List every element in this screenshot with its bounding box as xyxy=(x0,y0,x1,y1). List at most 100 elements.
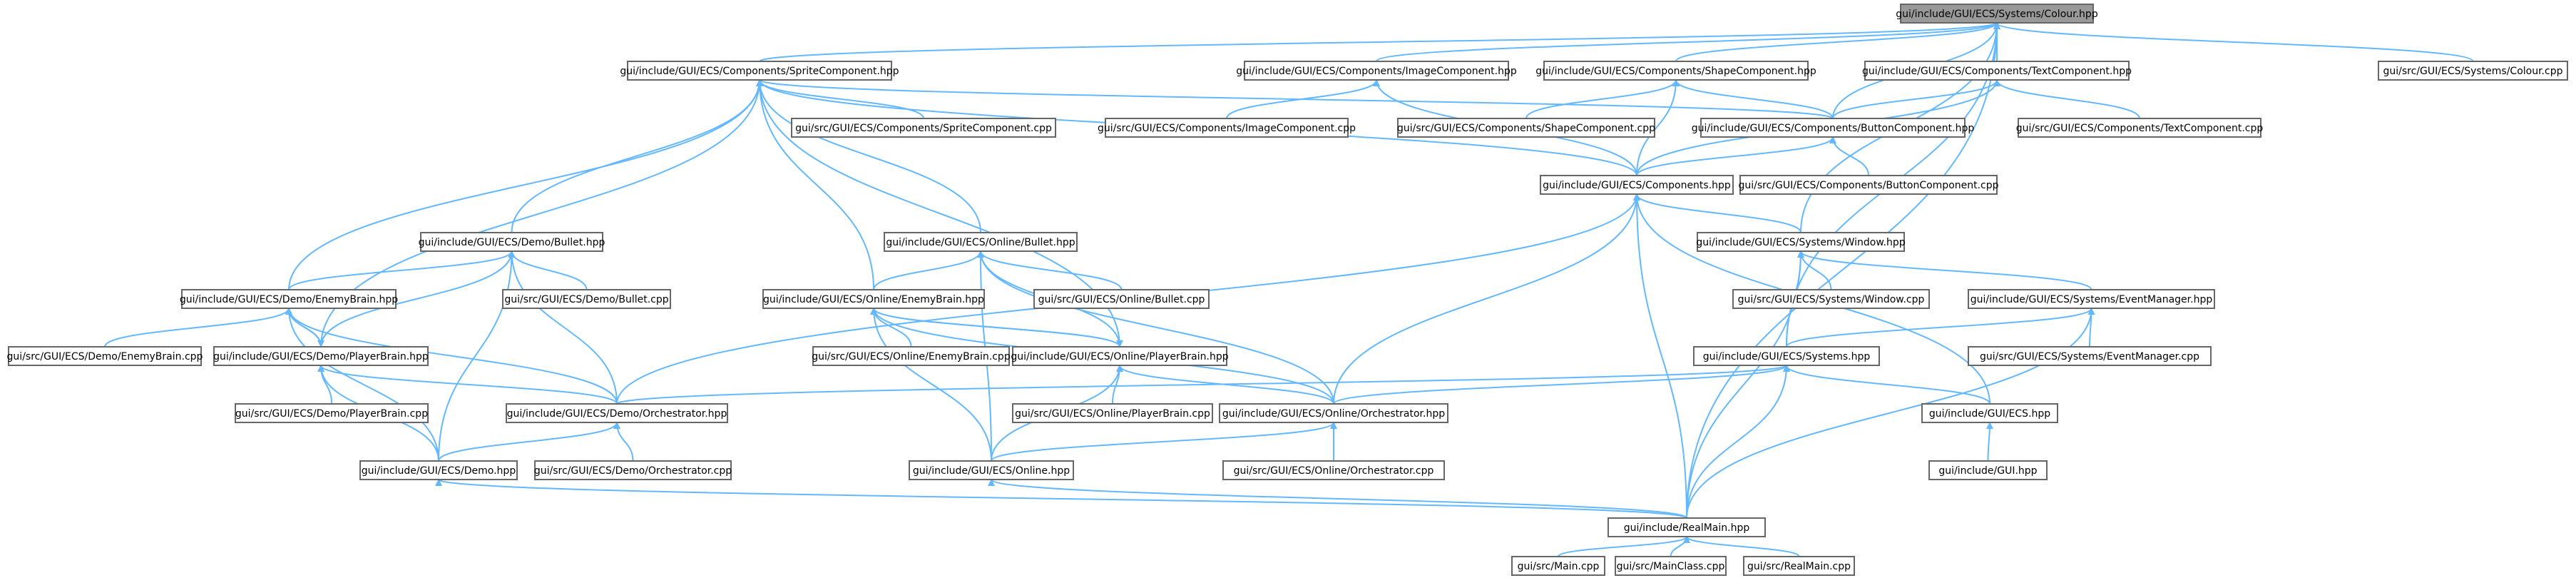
edge-online_enemy_hpp-to-online_player_hpp xyxy=(873,308,1123,348)
node-box xyxy=(812,346,1010,366)
node-mainclass-cpp[interactable]: gui/src/MainClass.cpp xyxy=(1615,556,1727,576)
node-colour-hpp[interactable]: gui/include/GUI/ECS/Systems/Colour.hpp xyxy=(1896,4,2098,24)
node-label: gui/src/Main.cpp xyxy=(1518,561,1600,572)
node-box xyxy=(1921,403,2058,423)
node-label: gui/src/GUI/ECS/Online/Orchestrator.cpp xyxy=(1234,465,1434,477)
node-online-orch-cpp[interactable]: gui/src/GUI/ECS/Online/Orchestrator.cpp xyxy=(1222,460,1445,480)
node-sprite-cpp[interactable]: gui/src/GUI/ECS/Components/SpriteCompone… xyxy=(791,118,1056,138)
node-demo-hpp[interactable]: gui/include/GUI/ECS/Demo.hpp xyxy=(359,460,518,480)
node-shape-hpp[interactable]: gui/include/GUI/ECS/Components/ShapeComp… xyxy=(1535,61,1816,81)
node-label: gui/src/GUI/ECS/Demo/Bullet.cpp xyxy=(504,294,668,305)
node-window-cpp[interactable]: gui/src/GUI/ECS/Systems/Window.cpp xyxy=(1732,289,1930,309)
node-box xyxy=(1244,61,1509,81)
node-ecs-hpp[interactable]: gui/include/GUI/ECS.hpp xyxy=(1921,403,2058,423)
node-label: gui/include/GUI/ECS/Online/Bullet.hpp xyxy=(886,237,1075,248)
node-box xyxy=(534,460,732,480)
node-image-cpp[interactable]: gui/src/GUI/ECS/Components/ImageComponen… xyxy=(1098,118,1356,138)
node-label: gui/include/GUI/ECS/Online/Orchestrator.… xyxy=(1222,408,1445,420)
node-systems-hpp[interactable]: gui/include/GUI/ECS/Systems.hpp xyxy=(1693,346,1880,366)
edge-online_bullet_cpp-to-online_bullet_hpp xyxy=(977,250,1123,290)
node-box xyxy=(627,61,892,81)
node-box xyxy=(502,289,671,309)
node-components-hpp[interactable]: gui/include/GUI/ECS/Components.hpp xyxy=(1540,175,1734,195)
node-online-hpp[interactable]: gui/include/GUI/ECS/Online.hpp xyxy=(909,460,1074,480)
edge-button_cpp-to-button_hpp xyxy=(1829,136,1869,176)
node-demo-enemy-cpp[interactable]: gui/src/GUI/ECS/Demo/EnemyBrain.cpp xyxy=(7,346,203,366)
node-label: gui/src/GUI/ECS/Demo/EnemyBrain.cpp xyxy=(7,351,203,363)
node-label: gui/src/GUI/ECS/Online/Bullet.cpp xyxy=(1038,294,1205,305)
edge-image_hpp-to-colour_hpp xyxy=(1376,22,2000,62)
node-demo-enemy-hpp[interactable]: gui/include/GUI/ECS/Demo/EnemyBrain.hpp xyxy=(180,289,398,309)
node-label: gui/src/GUI/ECS/Systems/Colour.cpp xyxy=(2383,66,2563,77)
node-label: gui/src/GUI/ECS/Systems/Window.cpp xyxy=(1738,294,1925,305)
node-label: gui/include/GUI/ECS.hpp xyxy=(1929,408,2050,420)
node-demo-player-cpp[interactable]: gui/src/GUI/ECS/Demo/PlayerBrain.cpp xyxy=(235,403,429,423)
edge-button_hpp-to-text_hpp xyxy=(1832,79,2000,119)
node-box xyxy=(1697,232,1905,252)
edge-shape_cpp-to-shape_hpp xyxy=(1525,79,1680,119)
node-online-player-hpp[interactable]: gui/include/GUI/ECS/Online/PlayerBrain.h… xyxy=(1011,346,1229,366)
node-label: gui/include/GUI/ECS/Demo/Orchestrator.hp… xyxy=(507,408,727,420)
node-button-cpp[interactable]: gui/src/GUI/ECS/Components/ButtonCompone… xyxy=(1738,175,1999,195)
node-label: gui/src/GUI/ECS/Systems/EventManager.cpp xyxy=(1980,351,2199,363)
node-label: gui/src/GUI/ECS/Components/SpriteCompone… xyxy=(795,123,1052,134)
node-gui-hpp[interactable]: gui/include/GUI.hpp xyxy=(1928,460,2048,480)
edge-online_orch_hpp-to-components_hpp xyxy=(1333,193,1640,405)
edge-demo_orch_hpp-to-demo_player_hpp xyxy=(317,365,618,405)
node-online-player-cpp[interactable]: gui/src/GUI/ECS/Online/PlayerBrain.cpp xyxy=(1012,403,1213,423)
node-online-enemy-hpp[interactable]: gui/include/GUI/ECS/Online/EnemyBrain.hp… xyxy=(762,289,985,309)
node-online-bullet-hpp[interactable]: gui/include/GUI/ECS/Online/Bullet.hpp xyxy=(884,232,1078,252)
node-box xyxy=(1928,460,2048,480)
edge-main_cpp-to-realmain_hpp xyxy=(1558,536,1690,557)
edge-online_orch_hpp-to-online_bullet_hpp xyxy=(977,250,1334,405)
node-window-hpp[interactable]: gui/include/GUI/ECS/Systems/Window.hpp xyxy=(1696,232,1906,252)
edge-demo_hpp-to-demo_enemy_hpp xyxy=(285,308,439,462)
node-box xyxy=(1615,556,1727,576)
node-box xyxy=(235,403,429,423)
node-realmain-cpp[interactable]: gui/src/RealMain.cpp xyxy=(1743,556,1855,576)
node-box xyxy=(1511,556,1605,576)
node-colour-cpp[interactable]: gui/src/GUI/ECS/Systems/Colour.cpp xyxy=(2378,61,2568,81)
node-text-cpp[interactable]: gui/src/GUI/ECS/Components/TextComponent… xyxy=(2016,118,2264,138)
node-label: gui/include/GUI/ECS/Components/SpriteCom… xyxy=(620,66,899,77)
node-shape-cpp[interactable]: gui/src/GUI/ECS/Components/ShapeComponen… xyxy=(1397,118,1655,138)
node-text-hpp[interactable]: gui/include/GUI/ECS/Components/TextCompo… xyxy=(1862,61,2132,81)
edge-realmain_hpp-to-colour_hpp xyxy=(1686,22,2000,519)
node-box xyxy=(1105,118,1349,138)
node-online-bullet-cpp[interactable]: gui/src/GUI/ECS/Online/Bullet.cpp xyxy=(1033,289,1210,309)
node-label: gui/src/GUI/ECS/Demo/Orchestrator.cpp xyxy=(534,465,732,477)
node-demo-bullet-hpp[interactable]: gui/include/GUI/ECS/Demo/Bullet.hpp xyxy=(419,232,605,252)
node-demo-orch-cpp[interactable]: gui/src/GUI/ECS/Demo/Orchestrator.cpp xyxy=(534,460,732,480)
node-online-orch-hpp[interactable]: gui/include/GUI/ECS/Online/Orchestrator.… xyxy=(1219,403,1448,423)
node-box xyxy=(1700,118,1966,138)
node-label: gui/src/GUI/ECS/Components/TextComponent… xyxy=(2016,123,2264,134)
node-online-enemy-cpp[interactable]: gui/src/GUI/ECS/Online/EnemyBrain.cpp xyxy=(812,346,1011,366)
node-label: gui/include/GUI.hpp xyxy=(1938,465,2037,477)
node-image-hpp[interactable]: gui/include/GUI/ECS/Components/ImageComp… xyxy=(1236,61,1517,81)
node-eventmgr-hpp[interactable]: gui/include/GUI/ECS/Systems/EventManager… xyxy=(1968,289,2215,309)
node-realmain-hpp[interactable]: gui/include/RealMain.hpp xyxy=(1608,517,1766,537)
node-box xyxy=(420,232,603,252)
edge-colour_cpp-to-colour_hpp xyxy=(1993,22,2474,62)
node-eventmgr-cpp[interactable]: gui/src/GUI/ECS/Systems/EventManager.cpp xyxy=(1968,346,2212,366)
node-box xyxy=(909,460,1074,480)
node-box xyxy=(359,460,518,480)
node-demo-orch-hpp[interactable]: gui/include/GUI/ECS/Demo/Orchestrator.hp… xyxy=(506,403,728,423)
node-sprite-hpp[interactable]: gui/include/GUI/ECS/Components/SpriteCom… xyxy=(620,61,899,81)
edge-window_hpp-to-components_hpp xyxy=(1633,193,1801,233)
edge-eventmgr_hpp-to-window_hpp xyxy=(1797,250,2092,290)
edge-online_orch_hpp-to-systems_hpp xyxy=(1333,365,1790,405)
edge-sprite_cpp-to-sprite_hpp xyxy=(756,79,924,119)
node-button-hpp[interactable]: gui/include/GUI/ECS/Components/ButtonCom… xyxy=(1692,118,1975,138)
edge-demo_orch_cpp-to-demo_orch_hpp xyxy=(613,422,634,462)
node-box xyxy=(1693,346,1880,366)
node-demo-bullet-cpp[interactable]: gui/src/GUI/ECS/Demo/Bullet.cpp xyxy=(502,289,671,309)
edge-online_hpp-to-online_enemy_hpp xyxy=(870,308,992,462)
node-box xyxy=(1219,403,1448,423)
node-demo-player-hpp[interactable]: gui/include/GUI/ECS/Demo/PlayerBrain.hpp xyxy=(213,346,429,366)
node-box xyxy=(1743,556,1855,576)
node-main-cpp[interactable]: gui/src/Main.cpp xyxy=(1511,556,1605,576)
node-box xyxy=(1739,175,1998,195)
edge-components_hpp-to-shape_hpp xyxy=(1636,79,1680,176)
edge-sprite_hpp-to-colour_hpp xyxy=(759,22,2000,62)
